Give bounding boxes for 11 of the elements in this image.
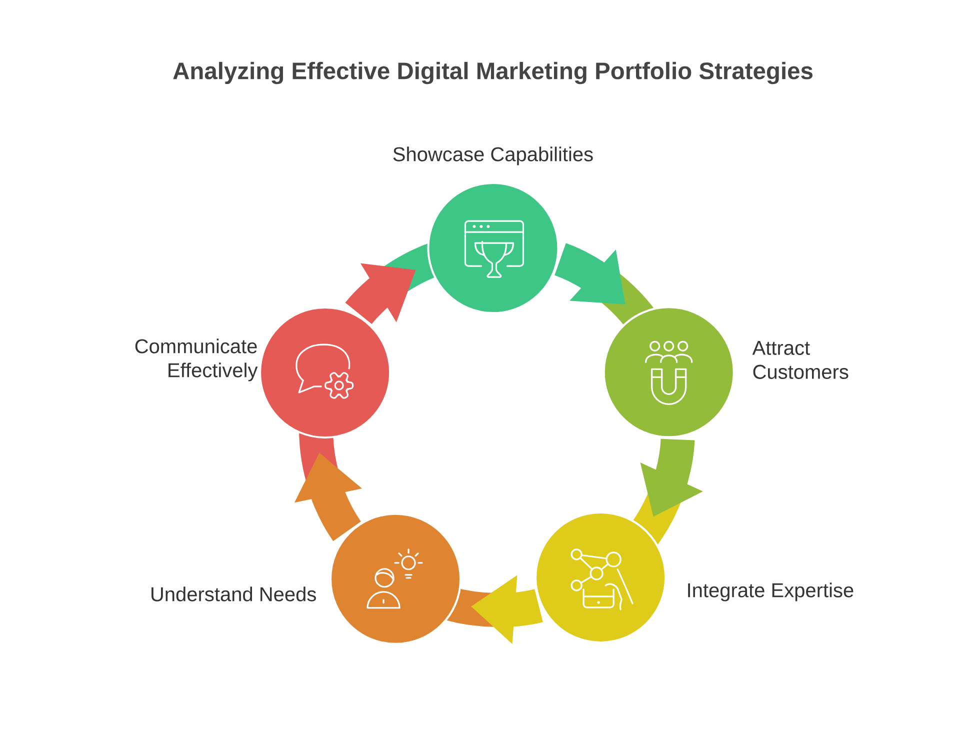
step-circle [602,306,735,438]
step-circle [259,306,392,438]
step-circle [330,512,462,645]
step-label: Communicate Effectively [135,338,258,382]
step-label: Understand Needs [152,586,316,602]
step-circle [534,511,667,644]
step-circle [427,182,560,314]
title: Analyzing Effective Digital Marketing Portfolio Strategies [173,62,812,84]
step-label: Integrate Expertise [688,582,854,602]
step-label: Showcase Capabilities [393,146,593,166]
step-label: Attract Customers [752,341,848,379]
